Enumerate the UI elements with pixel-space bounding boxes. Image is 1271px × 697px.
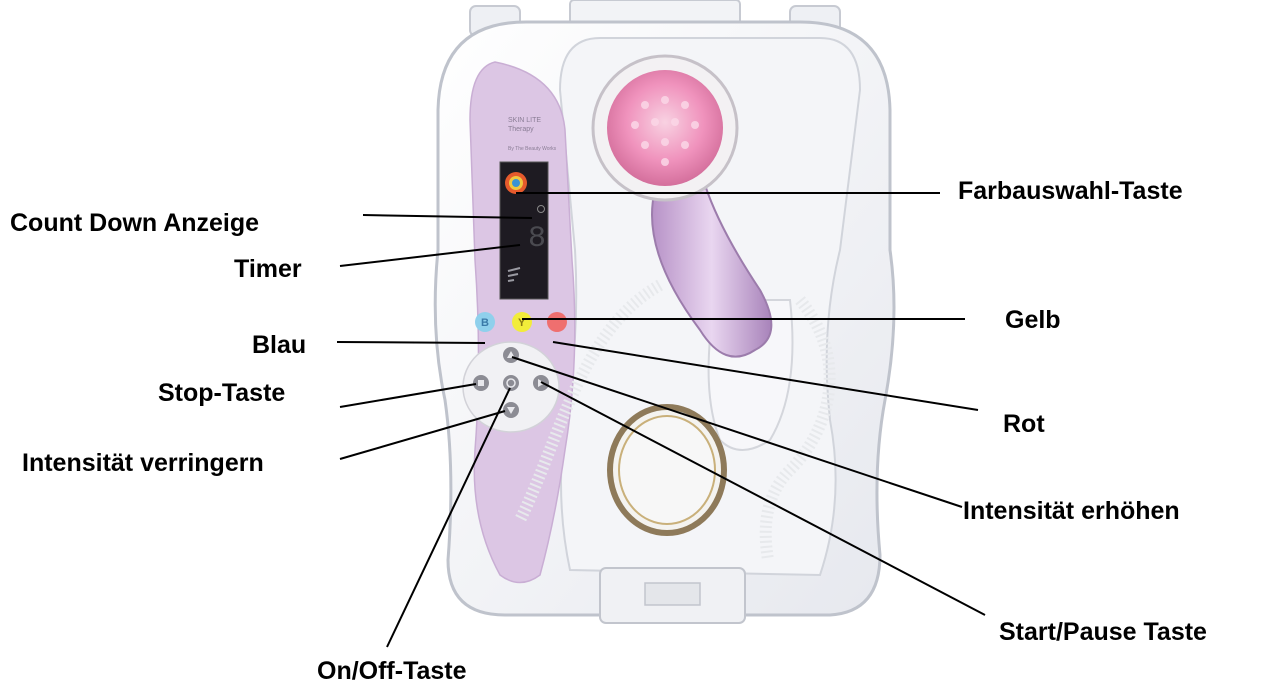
label-on-off: On/Off-Taste xyxy=(317,659,467,684)
brand-line-1: SKIN LITE xyxy=(508,117,541,124)
timer-digit: 8 xyxy=(528,222,546,256)
label-blau: Blau xyxy=(252,333,306,358)
brand-line-2: Therapy xyxy=(508,126,534,133)
label-intensity-down: Intensität verringern xyxy=(22,451,264,476)
blue-button-letter: B xyxy=(481,317,489,329)
label-rot: Rot xyxy=(1003,412,1045,437)
power-button[interactable] xyxy=(503,375,519,391)
color-select-icon[interactable] xyxy=(512,179,520,187)
label-stop: Stop-Taste xyxy=(158,381,285,406)
line-blau xyxy=(337,342,485,343)
red-button[interactable] xyxy=(547,312,567,332)
label-intensity-up: Intensität erhöhen xyxy=(963,499,1180,524)
brand-line-3: By The Beauty Works xyxy=(508,146,557,152)
goggle-inner xyxy=(619,416,715,524)
lamp-head-leds xyxy=(607,70,723,186)
label-count-down: Count Down Anzeige xyxy=(10,211,259,236)
label-timer: Timer xyxy=(234,257,302,282)
label-start-pause: Start/Pause Taste xyxy=(999,620,1207,645)
label-gelb: Gelb xyxy=(1005,308,1061,333)
label-farbauswahl: Farbauswahl-Taste xyxy=(958,179,1183,204)
latch-slot xyxy=(645,583,700,605)
stop-icon xyxy=(478,380,484,386)
